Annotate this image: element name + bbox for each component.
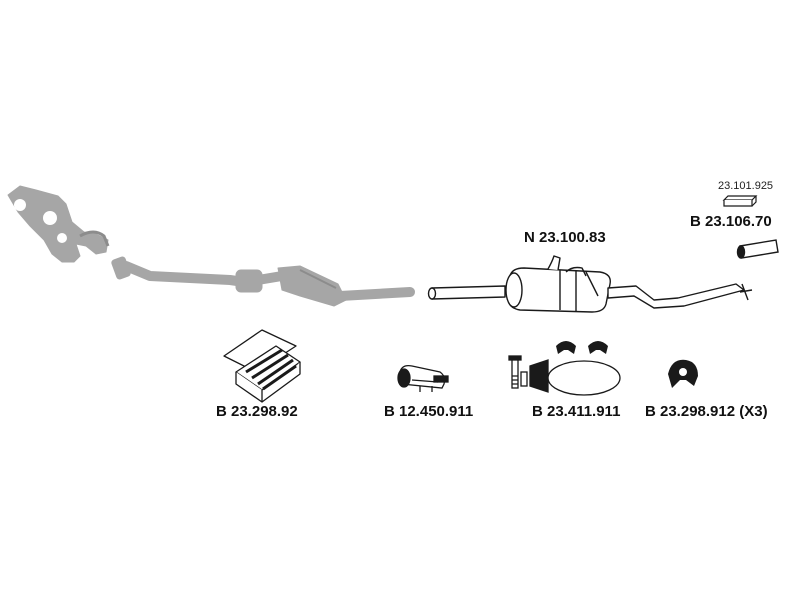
part-number-center-muffler: N 23.100.83 [524,229,606,246]
rubber-hanger-icon [668,359,698,388]
gasket-ring-icon [508,355,621,396]
part-number-small-ref: 23.101.925 [718,180,774,192]
small-hanger-left-icon [556,341,576,354]
pipe-clamp-icon [397,364,449,392]
small-hanger-right-icon [588,341,608,354]
grey-exhaust-front-section-icon [7,185,415,307]
center-muffler-icon [427,255,753,313]
part-number-mounting-kit: B 23.298.92 [216,403,298,420]
part-number-clamp: B 12.450.911 [384,403,474,420]
mounting-kit-box-icon [223,329,301,403]
bracket-icon [722,195,758,207]
part-number-rubber-hanger: B 23.298.912 (X3) [645,403,768,420]
part-number-tail-pipe: B 23.106.70 [690,213,772,230]
part-number-gasket-kit: B 23.411.911 [532,403,621,420]
tail-pipe-icon [736,239,779,259]
